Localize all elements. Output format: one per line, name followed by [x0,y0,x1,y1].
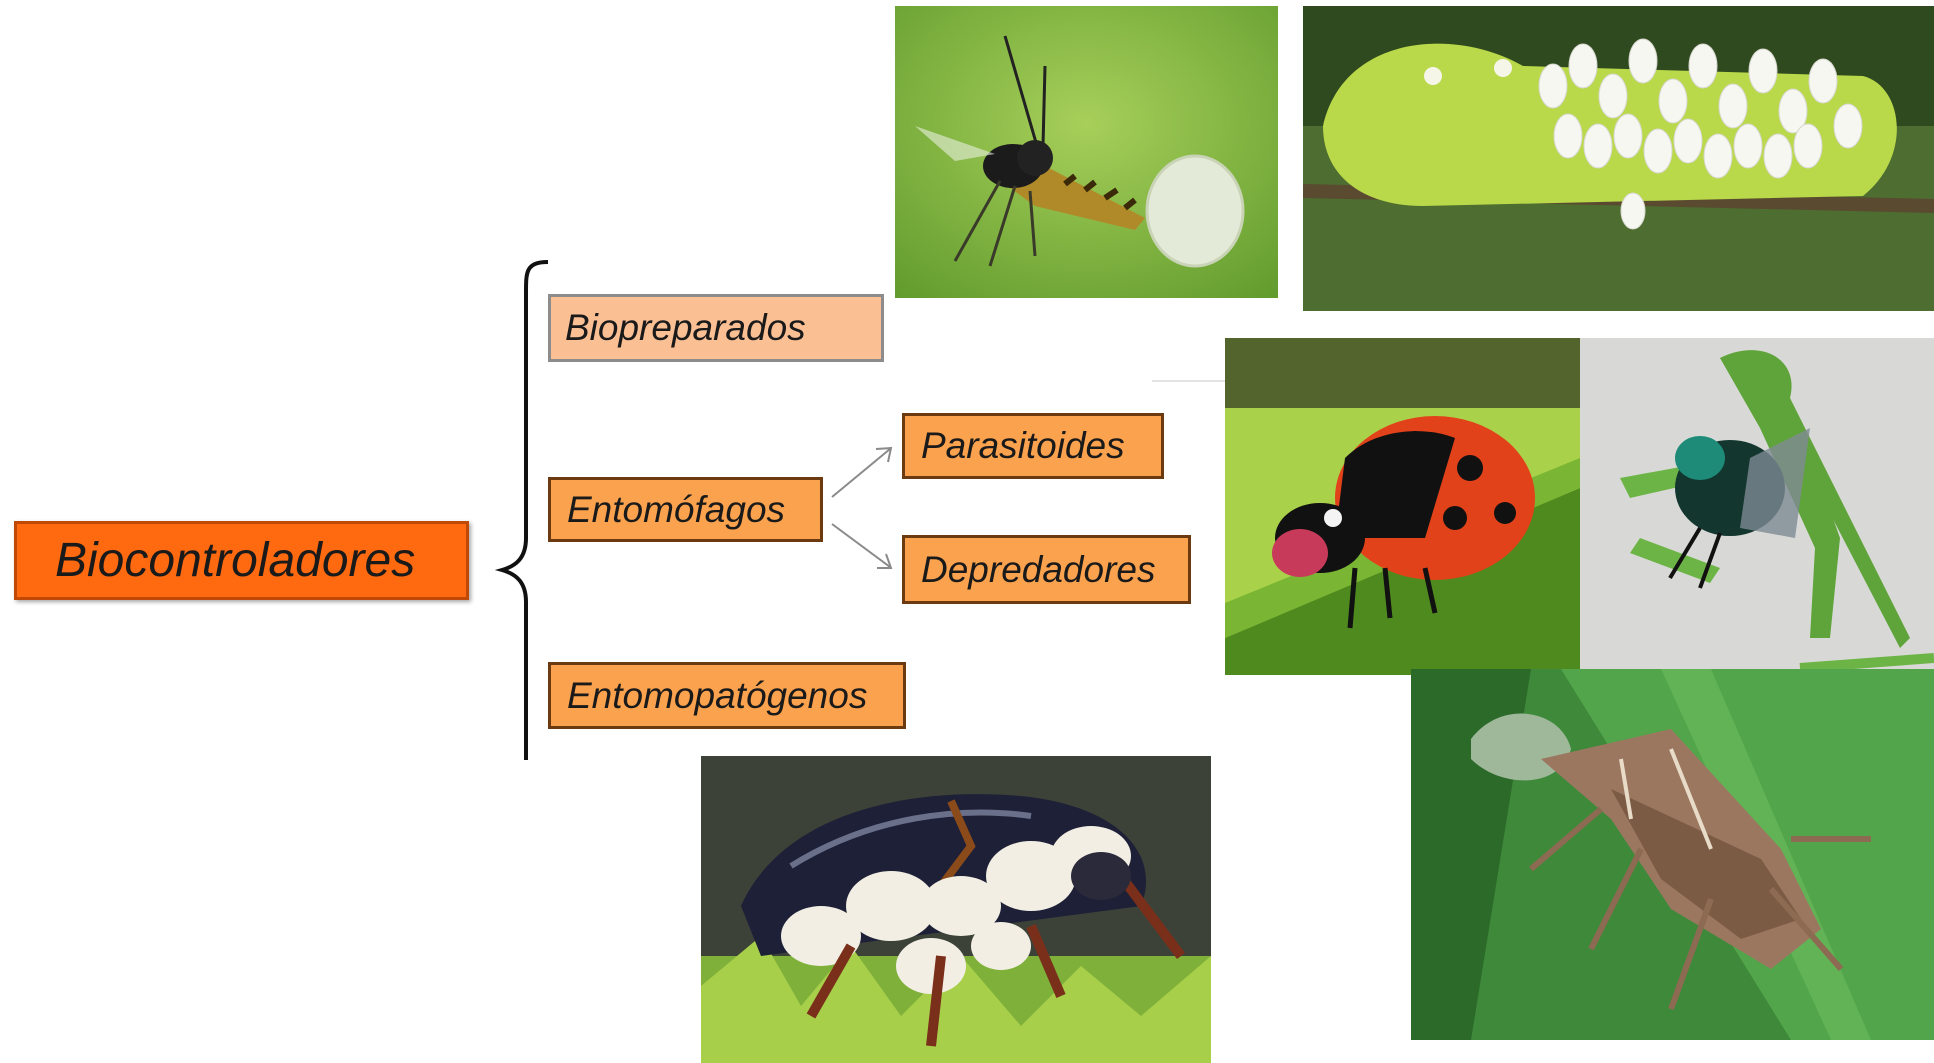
node-entomofagos: Entomófagos [548,477,823,542]
arrow-to-depredadores [832,524,891,568]
stink-bug-predator-photo [1411,669,1934,1040]
hornworm-with-wasp-cocoons-photo [1303,6,1934,311]
mantis-eating-fly-photo [1580,338,1934,688]
node-entomopatogenos: Entomopatógenos [548,662,906,729]
root-label: Biocontroladores [55,533,415,588]
node-depredadores: Depredadores [902,535,1191,604]
arrow-to-parasitoides [832,448,891,497]
parasitoid-wasp-on-aphid-photo [895,6,1278,298]
ladybug-photo [1225,338,1580,675]
node-label: Parasitoides [921,425,1125,467]
root-node-biocontroladores: Biocontroladores [14,521,469,600]
node-label: Depredadores [921,549,1155,591]
node-label: Entomófagos [567,489,785,531]
curly-brace [502,262,548,760]
node-label: Biopreparados [565,307,806,349]
fungus-infected-beetle-photo [701,756,1211,1063]
node-biopreparados: Biopreparados [548,294,884,362]
node-label: Entomopatógenos [567,675,867,717]
node-parasitoides: Parasitoides [902,413,1164,479]
